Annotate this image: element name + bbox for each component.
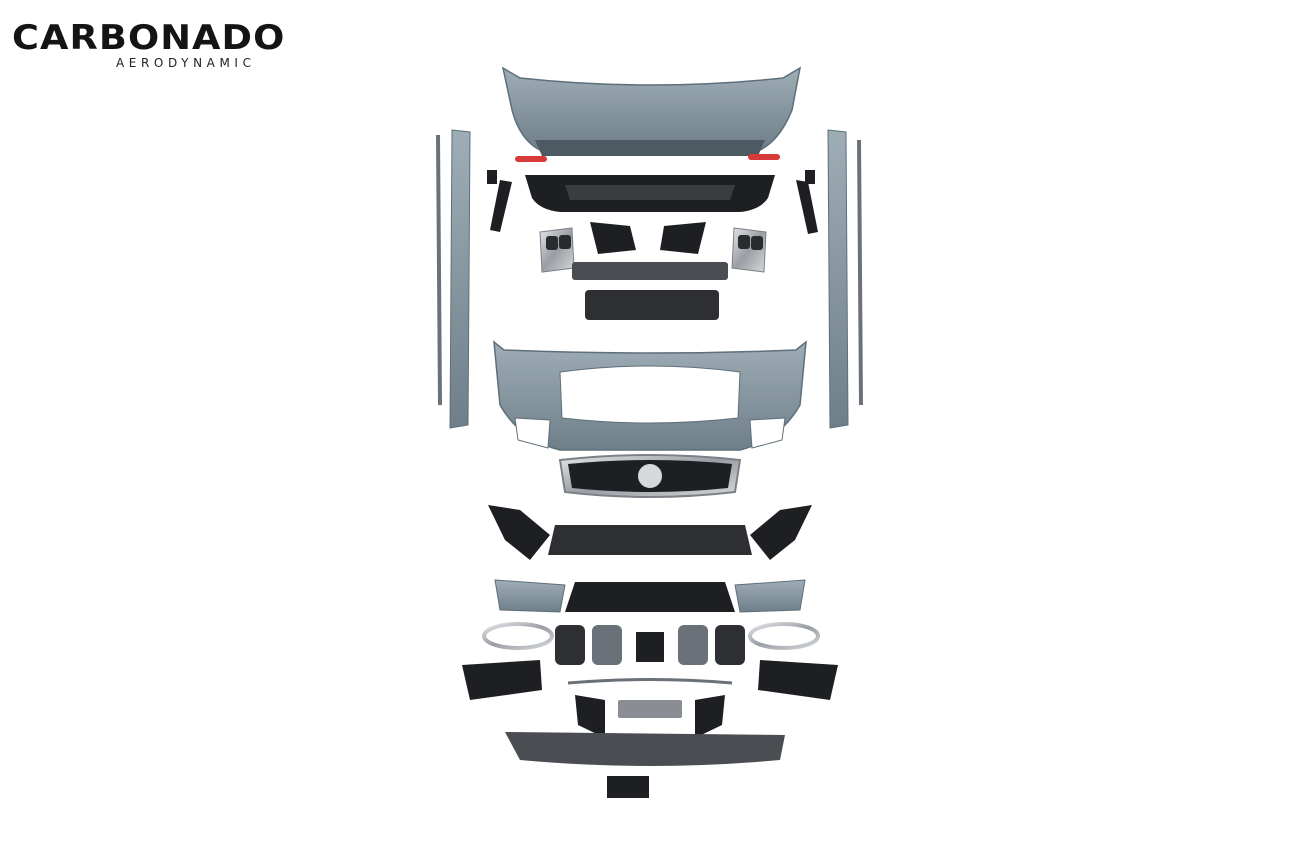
left-air-insert-inner <box>592 625 622 665</box>
right-fog-trim <box>734 579 806 613</box>
right-chrome-ring <box>748 622 820 650</box>
right-rear-mount <box>660 222 706 254</box>
left-side-skirt <box>436 129 471 429</box>
right-exhaust-tips <box>731 227 767 273</box>
right-air-insert-inner <box>678 625 708 665</box>
right-reflector <box>748 154 780 160</box>
front-splitter <box>505 732 785 766</box>
panamericana-grille <box>558 454 742 498</box>
left-exhaust-tips <box>539 227 575 273</box>
rear-support-bar <box>585 290 719 320</box>
left-bracket-small <box>487 170 497 184</box>
license-plate-mount <box>607 776 649 798</box>
right-bracket-small <box>805 170 815 184</box>
brand-tagline: AERODYNAMIC <box>116 56 256 70</box>
left-diffuser-strake <box>490 180 512 232</box>
front-lip-trim <box>567 678 733 685</box>
clip-set <box>618 700 682 718</box>
right-side-skirt <box>827 129 863 429</box>
front-lower-support <box>548 525 752 555</box>
right-front-bracket <box>750 505 812 560</box>
rear-diffuser <box>525 175 775 212</box>
front-bumper <box>493 340 807 451</box>
right-brake-duct <box>695 695 725 738</box>
left-front-bracket <box>488 505 550 560</box>
rear-bumper <box>501 66 802 156</box>
left-chrome-ring <box>482 622 554 650</box>
center-fin-pair <box>636 632 664 662</box>
brand-name: CARBONADO <box>12 18 286 58</box>
left-reflector <box>515 156 547 162</box>
left-brake-duct <box>575 695 605 738</box>
right-side-intake <box>758 660 838 700</box>
front-lower-grille <box>565 582 735 612</box>
brand-logo: CARBONADO AERODYNAMIC <box>12 18 342 74</box>
right-air-insert-outer <box>715 625 745 665</box>
right-diffuser-strake <box>796 180 818 234</box>
left-side-intake <box>462 660 542 700</box>
left-fog-trim <box>494 579 566 613</box>
left-rear-mount <box>590 222 636 254</box>
left-air-insert-outer <box>555 625 585 665</box>
rear-mesh-bar <box>572 262 728 280</box>
